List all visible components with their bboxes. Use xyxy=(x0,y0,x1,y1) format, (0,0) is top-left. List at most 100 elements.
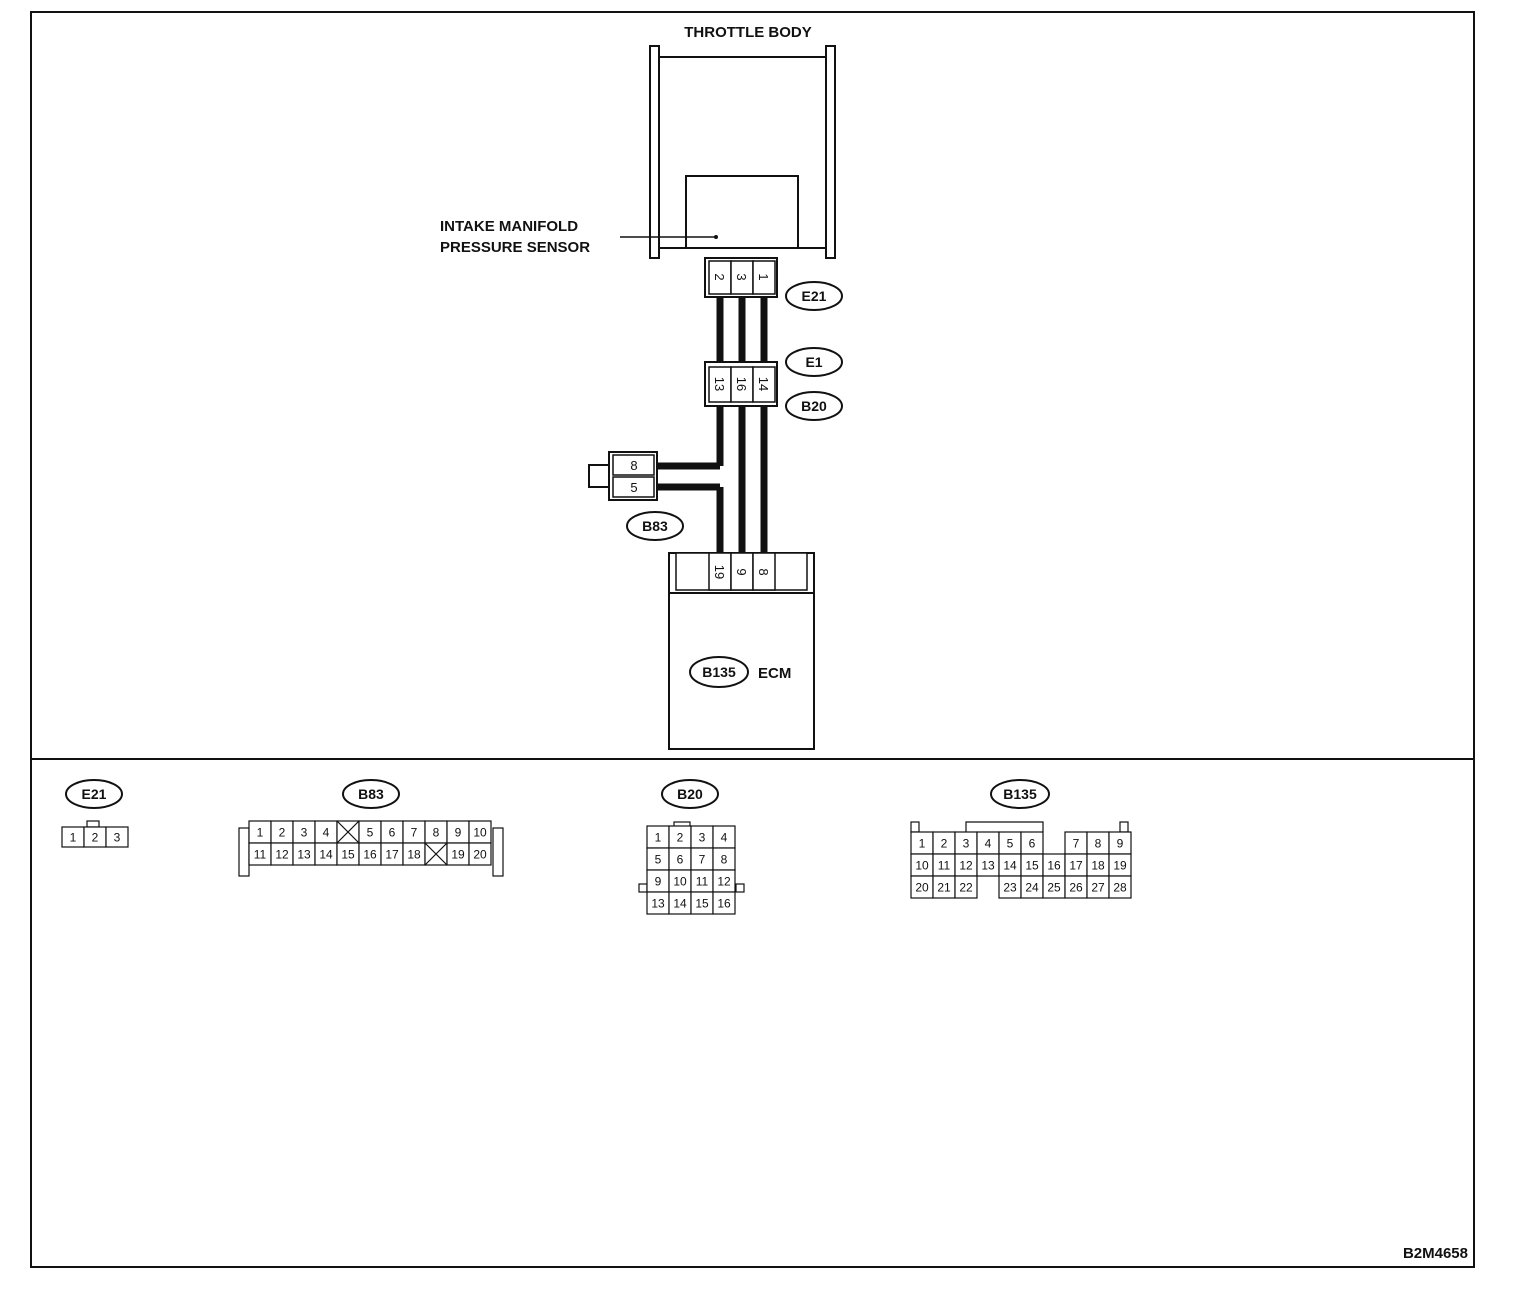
ecm-label: ECM xyxy=(758,665,791,682)
b135-view-pin-2: 2 xyxy=(941,837,948,851)
b83-view-blank-pin-cross xyxy=(336,820,360,844)
b135-view-pin-18: 18 xyxy=(1091,859,1105,873)
b20-view-pin-5: 5 xyxy=(655,853,662,867)
b83-view-pin-9: 9 xyxy=(455,826,462,840)
wires-e21-e1 xyxy=(716,297,768,362)
b20-view-pin-7: 7 xyxy=(699,853,706,867)
b135-view-pin-24: 24 xyxy=(1025,881,1039,895)
e21-view-pin-1: 1 xyxy=(70,831,77,845)
e21-view-pin-2: 2 xyxy=(92,831,99,845)
b135-view-pin-26: 26 xyxy=(1069,881,1083,895)
b135-view-pin-6: 6 xyxy=(1029,837,1036,851)
svg-text:B83: B83 xyxy=(642,518,668,534)
b83-view-pin-4: 4 xyxy=(323,826,330,840)
b135-view-pin-19: 19 xyxy=(1113,859,1127,873)
b135-view-pin-16: 16 xyxy=(1047,859,1061,873)
b20-view-pin-14: 14 xyxy=(673,897,687,911)
e21-view-label: E21 xyxy=(82,786,107,802)
sensor-label-line2: PRESSURE SENSOR xyxy=(440,239,590,256)
b83-view-pin-16: 16 xyxy=(363,848,377,862)
b20-view-label: B20 xyxy=(677,786,703,802)
figure-code: B2M4658 xyxy=(1403,1245,1468,1262)
b83-view-pin-10: 10 xyxy=(473,826,487,840)
throttle-body-label: THROTTLE BODY xyxy=(684,24,812,41)
b135-view-pin-23: 23 xyxy=(1003,881,1017,895)
b20-view-pin-13: 13 xyxy=(651,897,665,911)
b83-view-pin-15: 15 xyxy=(341,848,355,862)
intake-manifold-pressure-sensor xyxy=(685,175,799,249)
b83-harness-connector: 8 5 xyxy=(588,451,658,501)
b20-view-pin-16: 16 xyxy=(717,897,731,911)
b20-view-pin-8: 8 xyxy=(721,853,728,867)
throttle-body xyxy=(649,45,836,259)
b135-view-pin-15: 15 xyxy=(1025,859,1039,873)
sensor-label-line1: INTAKE MANIFOLD xyxy=(440,218,578,235)
b20-view-pin-10: 10 xyxy=(673,875,687,889)
b83-view-pin-1: 1 xyxy=(257,826,264,840)
b20-view-pin-12: 12 xyxy=(717,875,731,889)
b83-view-label: B83 xyxy=(358,786,384,802)
b135-view-pin-10: 10 xyxy=(915,859,929,873)
b135-view-pin-20: 20 xyxy=(915,881,929,895)
b83-view-pin-5: 5 xyxy=(367,826,374,840)
b135-view-pin-9: 9 xyxy=(1117,837,1124,851)
b20-view-pin-6: 6 xyxy=(677,853,684,867)
b20-view-pin-9: 9 xyxy=(655,875,662,889)
b20-view-pin-15: 15 xyxy=(695,897,709,911)
b83-view-pin-18: 18 xyxy=(407,848,421,862)
b20-view-cell xyxy=(712,891,736,915)
ecm-connector: 19 9 8 xyxy=(668,552,815,594)
b83-view-pin-19: 19 xyxy=(451,848,465,862)
b83-view-pin-20: 20 xyxy=(473,848,487,862)
b83-tag: B83 xyxy=(626,511,684,541)
b83-view-pin-14: 14 xyxy=(319,848,333,862)
e1-b20-harness-connector: 13 16 14 xyxy=(704,361,778,407)
e21-harness-connector: 2 3 1 xyxy=(704,257,778,298)
e1-pin-a: 13 xyxy=(712,377,727,391)
b83-view-blank-pin-cross xyxy=(424,842,448,866)
b83-pin-b: 5 xyxy=(630,480,637,495)
b135-view-label: B135 xyxy=(1003,786,1037,802)
b135-view-pin-27: 27 xyxy=(1091,881,1105,895)
b135-tag: B135 xyxy=(689,656,749,688)
b20-view-pin-1: 1 xyxy=(655,831,662,845)
b135-view-pin-4: 4 xyxy=(985,837,992,851)
svg-text:E21: E21 xyxy=(802,288,827,304)
e1-pin-c: 14 xyxy=(756,377,771,391)
ecm-pin-b: 9 xyxy=(734,568,749,575)
b20-view-pin-2: 2 xyxy=(677,831,684,845)
b135-view-pin-3: 3 xyxy=(963,837,970,851)
ecm-pin-a: 19 xyxy=(712,565,727,579)
b83-view-pin-6: 6 xyxy=(389,826,396,840)
e1-tag: E1 xyxy=(785,347,843,377)
b20-view-pin-3: 3 xyxy=(699,831,706,845)
b20-tag: B20 xyxy=(785,391,843,421)
b135-view-pin-7: 7 xyxy=(1073,837,1080,851)
svg-text:B135: B135 xyxy=(702,664,736,680)
b135-view-pin-22: 22 xyxy=(959,881,973,895)
b135-view-pin-1: 1 xyxy=(919,837,926,851)
b135-view-cell xyxy=(1108,875,1132,899)
sensor-leader-dot xyxy=(714,235,718,239)
b135-view-pin-21: 21 xyxy=(937,881,951,895)
b135-view-pin-5: 5 xyxy=(1007,837,1014,851)
b83-pin-a: 8 xyxy=(630,458,637,473)
b20-view-pin-4: 4 xyxy=(721,831,728,845)
ecm-pin-c: 8 xyxy=(756,568,771,575)
b20-view-pin-11: 11 xyxy=(696,875,709,889)
diagram-frame xyxy=(30,11,1475,1268)
b135-view-cell xyxy=(954,875,978,899)
e1-pin-b: 16 xyxy=(734,377,749,391)
b83-view-pin-17: 17 xyxy=(385,848,399,862)
wires-b20-ecm xyxy=(657,406,768,553)
e21-view-cell xyxy=(105,826,129,848)
b83-view-pin-8: 8 xyxy=(433,826,440,840)
e21-tag: E21 xyxy=(785,281,843,311)
b83-view-pin-11: 11 xyxy=(254,848,267,862)
b83-view-pin-2: 2 xyxy=(279,826,286,840)
